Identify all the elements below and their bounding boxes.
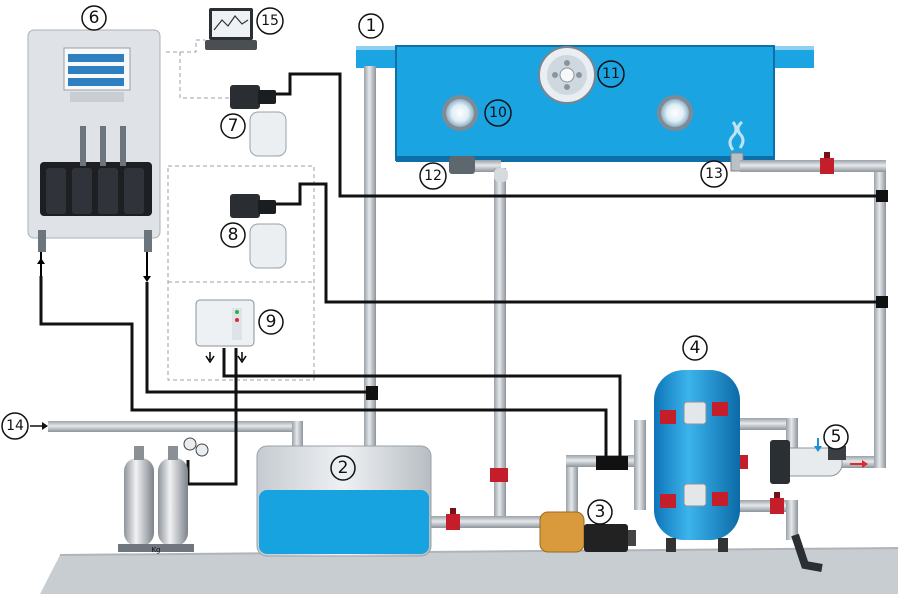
callout-3: 3 [587,499,613,525]
control-panel [27,29,161,282]
pool-outlet-12 [449,156,475,174]
callout-7-text: 7 [228,116,239,136]
callout-7: 7 [220,113,246,139]
sand-filter [654,370,740,552]
callout-11: 11 [597,60,625,88]
pool-lamp-right [657,95,693,131]
computer-monitor [205,8,257,50]
callout-5-text: 5 [831,427,842,447]
pool-inlet-nozzle [538,46,596,104]
callout-4: 4 [682,335,708,361]
callout-2: 2 [330,455,356,481]
callout-9: 9 [258,309,284,335]
callout-13: 13 [700,160,728,188]
callout-8: 8 [220,222,246,248]
callout-10: 10 [484,99,512,127]
floor [40,548,898,594]
callout-6: 6 [81,5,107,31]
callout-10-text: 10 [489,105,507,121]
callout-9-text: 9 [266,312,277,332]
callout-15: 15 [256,7,284,35]
callout-12-text: 12 [424,168,442,184]
callout-6-text: 6 [89,8,100,28]
gas-cylinders: Kg [118,437,209,554]
pump [539,511,636,553]
callout-11-text: 11 [602,66,620,82]
callout-5: 5 [823,424,849,450]
callout-4-text: 4 [690,338,701,358]
heat-exchanger [770,438,868,484]
co2-controller [195,299,255,364]
callout-14-text: 14 [6,418,24,434]
pool [356,45,814,174]
balance-tank [256,445,432,557]
callout-8-text: 8 [228,225,239,245]
callout-1-text: 1 [366,16,377,36]
callout-3-text: 3 [595,502,606,522]
callout-2-text: 2 [338,458,349,478]
dosing-pump-7 [230,85,287,157]
callout-12: 12 [419,162,447,190]
dosing-pump-8 [230,194,287,269]
callout-14: 14 [1,412,29,440]
callout-13-text: 13 [705,166,723,182]
callout-15-text: 15 [261,13,279,29]
callout-1: 1 [358,13,384,39]
pool-lamp-left [442,95,478,131]
scale-label: Kg [151,546,160,554]
signal-dashed-lines [166,39,315,381]
